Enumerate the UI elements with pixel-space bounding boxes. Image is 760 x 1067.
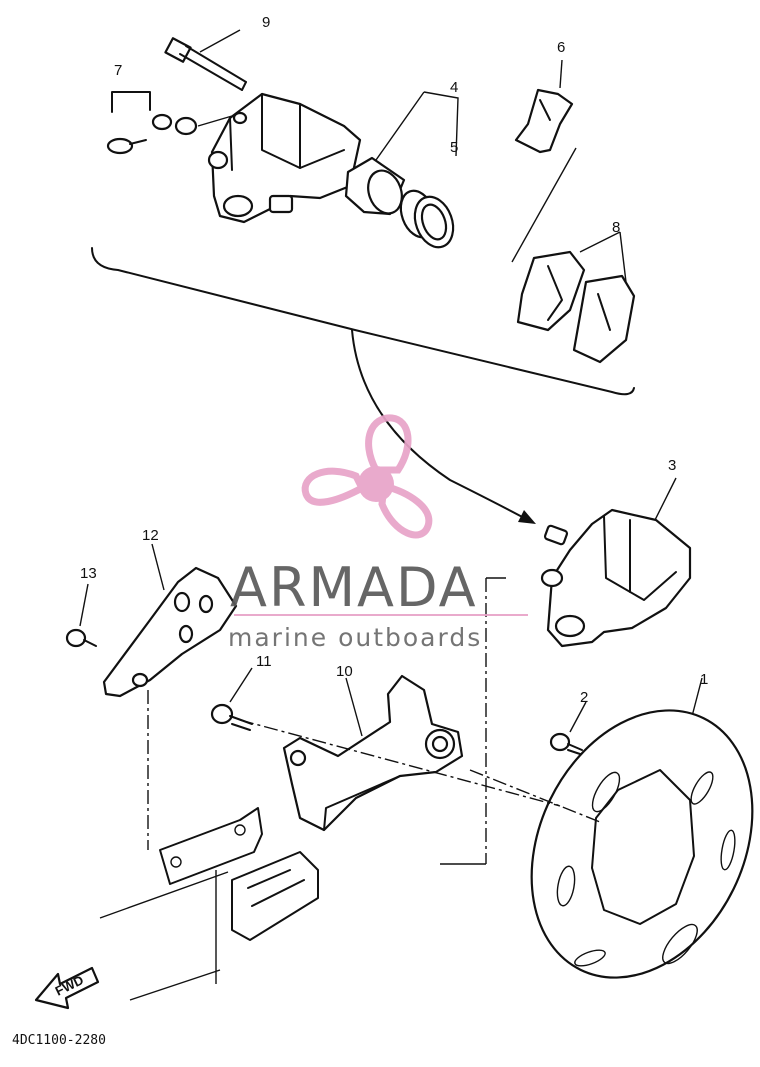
callout-3: 3 <box>668 457 676 474</box>
assembly-arrow <box>351 329 529 521</box>
callout-13: 13 <box>80 565 97 582</box>
forward-direction-indicator: FWD <box>34 966 100 1010</box>
callout-7: 7 <box>114 62 122 79</box>
callout-5: 5 <box>450 139 458 156</box>
watermark: ARMADA marine outboards <box>228 414 528 652</box>
part-slide-pin <box>164 29 247 91</box>
part-bracket-bolt <box>210 667 253 731</box>
centerline-disc <box>239 719 561 807</box>
part-caliper-body-exploded <box>207 92 362 224</box>
callout-6: 6 <box>557 39 565 56</box>
watermark-tagline: marine outboards <box>228 623 482 652</box>
callout-2: 2 <box>580 689 588 706</box>
part-bleed-screw <box>106 91 233 155</box>
part-caliper-assembly <box>540 477 692 648</box>
part-brake-disc <box>530 677 754 979</box>
part-caliper-bracket <box>282 674 464 832</box>
exploded-group-bracket <box>91 247 635 396</box>
diagram-code: 4DC1100-2280 <box>12 1033 106 1048</box>
part-piston <box>344 91 459 216</box>
assembly-arrowhead <box>518 510 536 524</box>
propeller-logo-icon <box>301 414 433 539</box>
callout-10: 10 <box>336 663 353 680</box>
callout-8: 8 <box>612 219 620 236</box>
part-caliper-guard <box>102 543 238 698</box>
part-brake-pads <box>511 147 636 364</box>
swingarm-mount <box>99 807 319 1001</box>
part-guard-bolt <box>65 583 97 648</box>
watermark-rule <box>234 614 528 616</box>
callout-12: 12 <box>142 527 159 544</box>
part-pad-spring <box>514 59 574 154</box>
centerline-axle <box>469 769 601 823</box>
callout-4: 4 <box>450 79 458 96</box>
watermark-brand: ARMADA <box>230 556 478 619</box>
callout-9: 9 <box>262 14 270 31</box>
part-disc-bolt <box>549 701 587 755</box>
callout-1: 1 <box>700 671 708 688</box>
callout-11: 11 <box>256 653 272 670</box>
part-piston-seal <box>399 189 455 249</box>
